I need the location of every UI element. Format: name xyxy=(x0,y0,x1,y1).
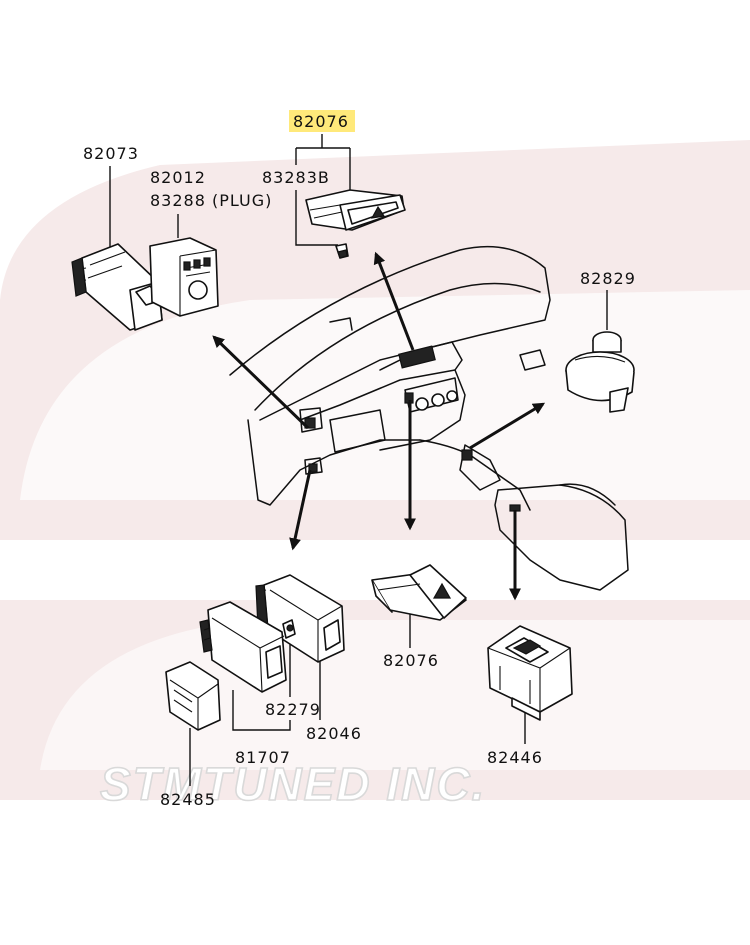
arrow-to-82073 xyxy=(212,335,310,430)
background-swoosh xyxy=(0,140,750,800)
part-83283b-bulb xyxy=(335,243,349,259)
part-82076-hazard-bottom xyxy=(371,564,467,621)
part-82446-switch xyxy=(487,625,573,721)
label-82073: 82073 xyxy=(83,144,139,163)
part-82012-switch xyxy=(149,237,219,317)
label-82012: 82012 xyxy=(150,168,206,187)
label-82279: 82279 xyxy=(265,700,321,719)
label-81707: 81707 xyxy=(235,748,291,767)
label-83283b: 83283B xyxy=(262,168,330,187)
label-82829: 82829 xyxy=(580,269,636,288)
leader-lines xyxy=(109,134,608,786)
label-82046: 82046 xyxy=(306,724,362,743)
arrow-to-82076-top xyxy=(373,251,415,351)
label-82446: 82446 xyxy=(487,748,543,767)
label-82076-top: 82076 xyxy=(293,112,349,131)
part-81707-switch xyxy=(199,601,287,693)
leader-82076-bracket xyxy=(295,134,351,190)
leader-81707 xyxy=(232,690,291,731)
part-82076-hazard-top xyxy=(305,189,406,231)
part-82485-switch xyxy=(165,661,221,731)
label-82076-bottom: 82076 xyxy=(383,651,439,670)
arrow-to-82046 xyxy=(289,469,312,551)
leader-83283b xyxy=(295,190,338,246)
label-83288-plug: 83288 (PLUG) xyxy=(150,191,272,210)
watermark-text: STMTUNED INC. xyxy=(100,758,486,810)
part-82279-bulb xyxy=(282,619,296,639)
arrow-to-82829 xyxy=(469,402,546,450)
label-82485: 82485 xyxy=(160,790,216,809)
dashboard-illustration xyxy=(229,245,629,591)
label-highlight xyxy=(289,110,355,132)
part-82829-sensor xyxy=(565,331,635,413)
pointer-arrows xyxy=(212,251,546,601)
part-82073-switch xyxy=(71,243,163,331)
